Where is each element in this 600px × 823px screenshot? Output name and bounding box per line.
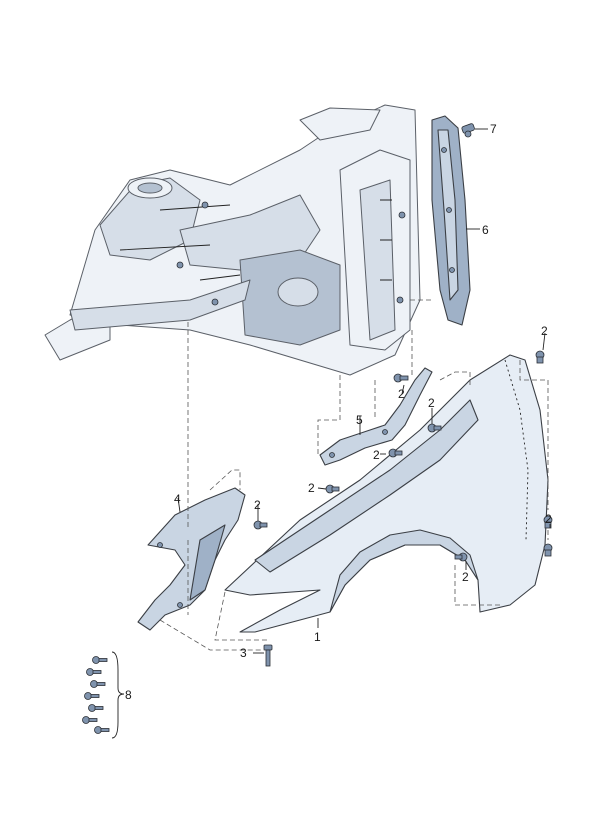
callout-7: 7: [490, 122, 497, 136]
callout-6: 6: [482, 223, 489, 237]
callout-1: 1: [314, 630, 321, 644]
part-7-screw: [461, 123, 475, 138]
leader-lines: [177, 128, 551, 654]
callout-2-c: 2: [428, 396, 435, 410]
callout-8: 8: [125, 688, 132, 702]
part-6-strip: [431, 115, 471, 326]
callout-2-a: 2: [541, 324, 548, 338]
part-8-hardware-set: [82, 651, 125, 739]
body-structure: [44, 104, 421, 376]
callout-5: 5: [356, 413, 363, 427]
bolts-part-2: [253, 350, 553, 562]
part-5-bracket: [319, 367, 433, 466]
assembly-lines: [159, 299, 549, 651]
part-1-fender: [224, 354, 549, 633]
part-4-bracket: [137, 487, 246, 631]
callout-2-g: 2: [545, 512, 552, 526]
callout-4: 4: [174, 492, 181, 506]
callout-3: 3: [240, 646, 247, 660]
part-3-stud: [263, 644, 273, 667]
callout-2-e: 2: [308, 481, 315, 495]
callout-labels: 1 2 2 2 2 2 2 2 2 3 4 5 6 7 8: [125, 122, 552, 702]
callout-2-f: 2: [254, 498, 261, 512]
callout-2-h: 2: [462, 570, 469, 584]
callout-2-d: 2: [373, 448, 380, 462]
callout-2-b: 2: [398, 387, 405, 401]
